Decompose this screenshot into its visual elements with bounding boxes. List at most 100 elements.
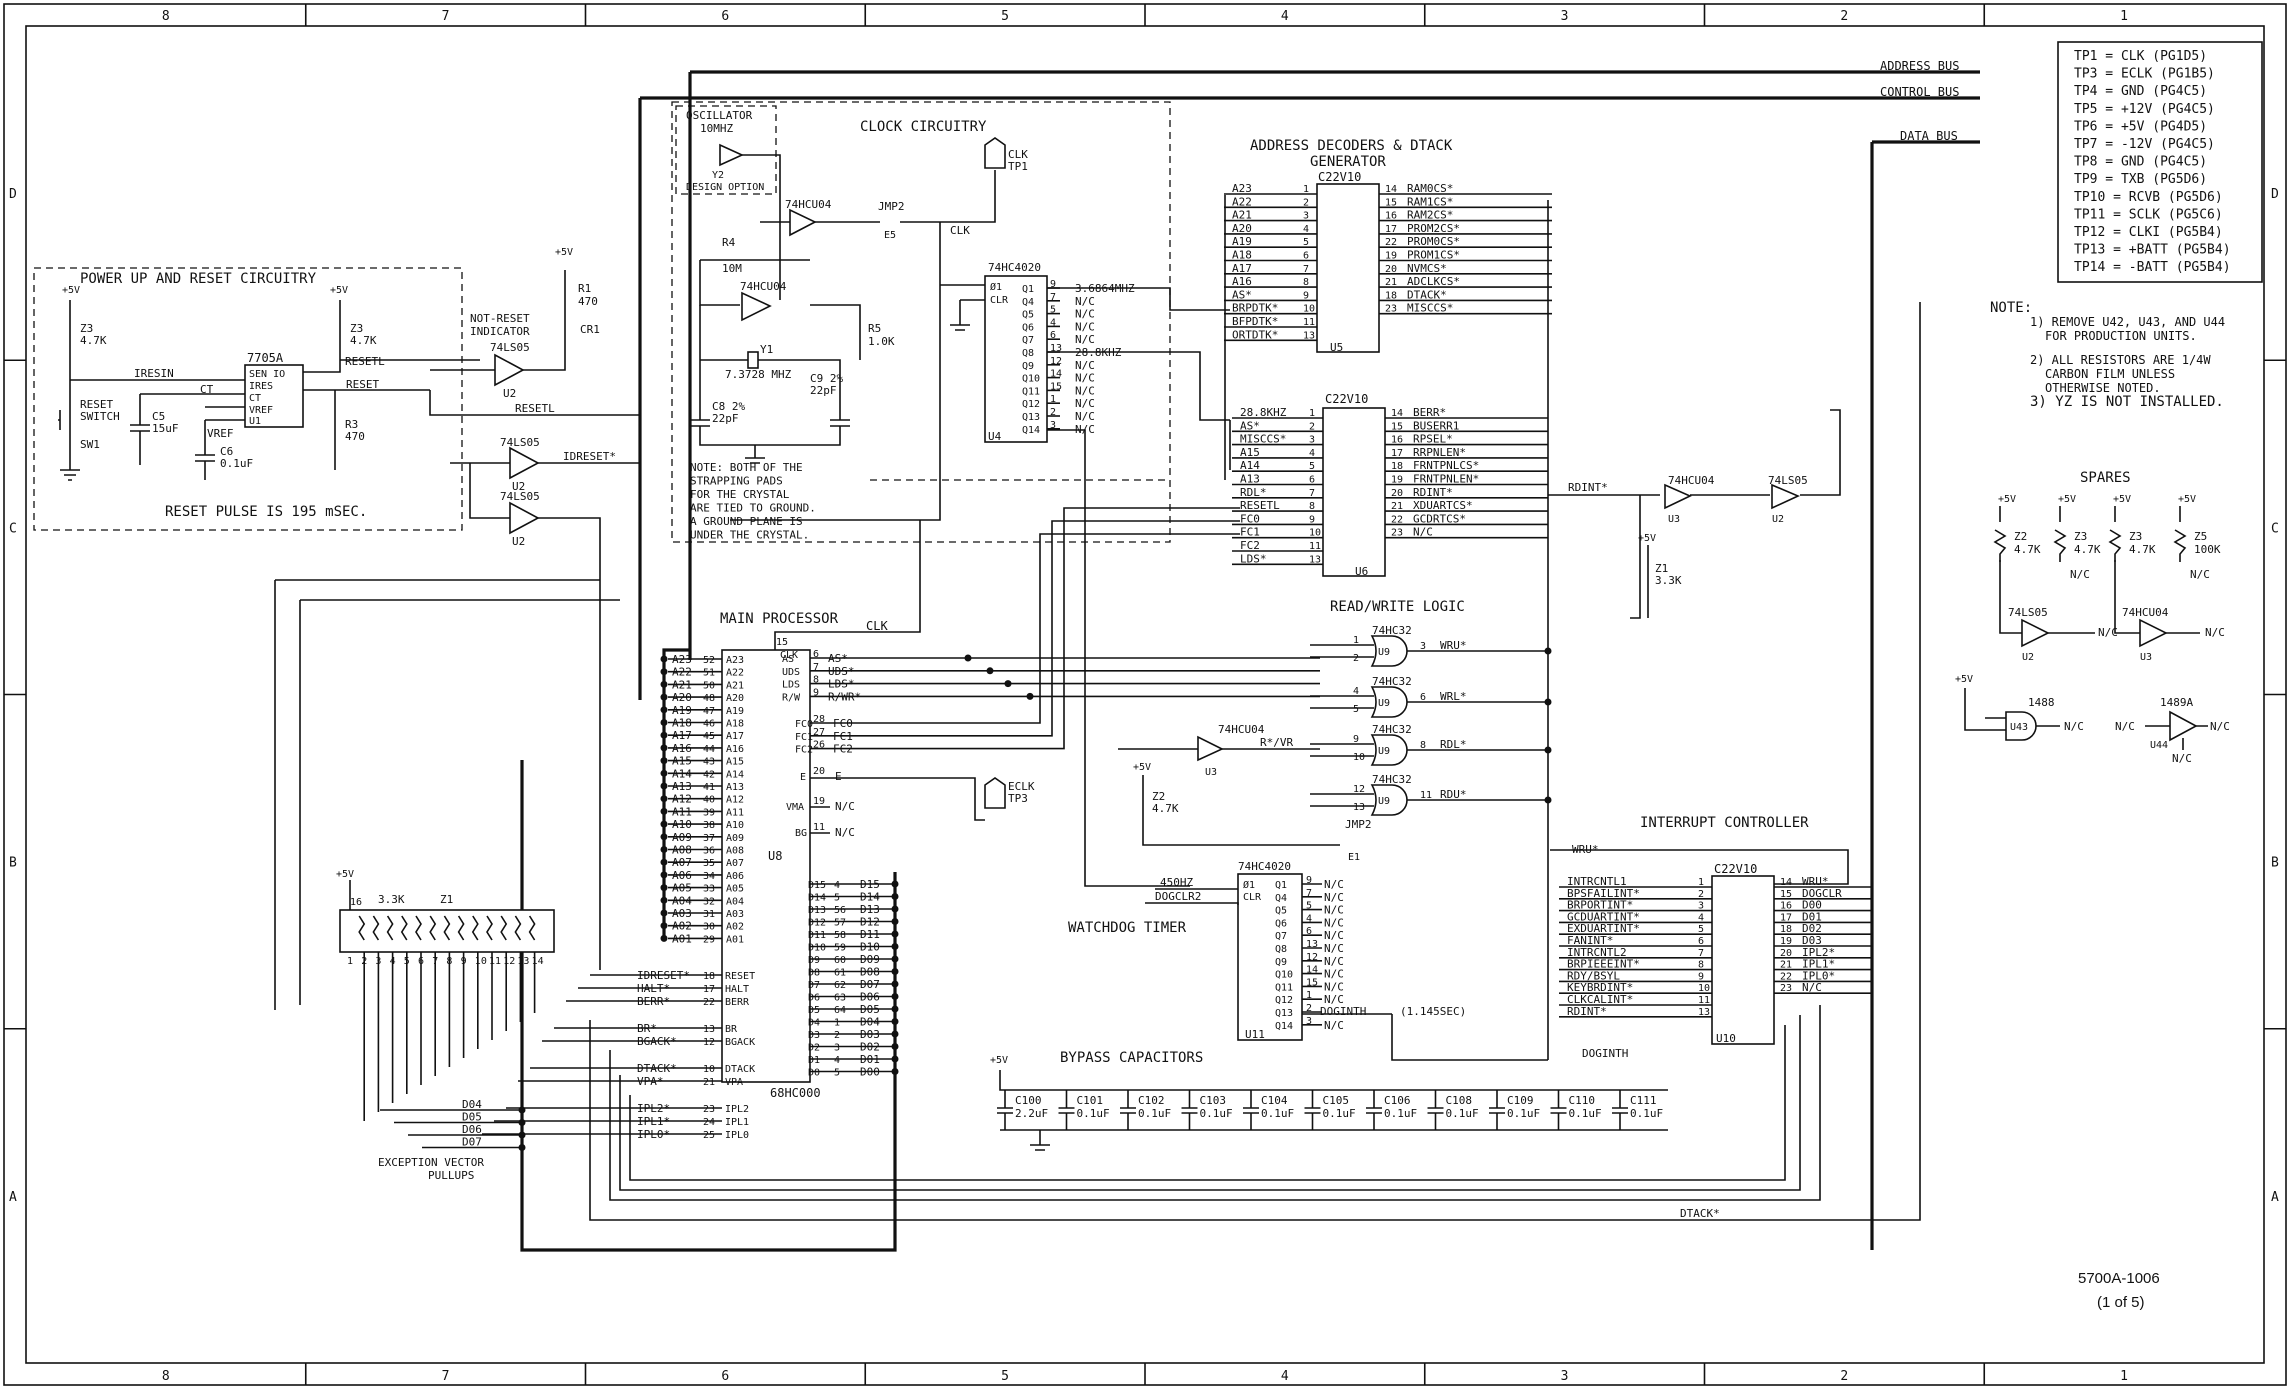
bypass-cap-label: C101 [1077,1094,1104,1107]
bypass-cap-label: C109 [1507,1094,1534,1107]
reset-gate-2-u: U2 [512,535,525,548]
main-data-left-pinlabel: D14 [808,893,826,904]
u11-pin-number: 3 [1306,1016,1312,1027]
counter-u4: U4 [988,430,1002,443]
u5-output-pin: 20 [1385,264,1397,275]
main-fc-pin: 28 [813,714,825,725]
y1-label: Y1 [760,343,773,356]
spare-1488: 1488 [2028,696,2055,709]
main-data-pin: 56 [834,905,846,916]
main-addr-pinlabel: A14 [726,769,744,780]
main-ctl-junction [986,667,994,675]
test-point-item: TP8 = GND (PG4C5) [2074,155,2207,170]
resetl-net-label: RESETL [515,402,555,415]
z1-label: Z1 [1655,562,1668,575]
u5-input-pin: 8 [1303,277,1309,288]
bypass-cap-label: C100 [1015,1094,1042,1107]
u11-pin-nc: N/C [1324,968,1344,981]
u11-pin-number: 2 [1306,1003,1312,1014]
main-addr-pinlabel: A20 [726,693,744,704]
spare-z-value: 4.7K [2014,543,2041,556]
bypass-cap-symbol [1612,1090,1628,1130]
main-left-pinlabel: HALT [725,984,749,995]
u5-input-pin: 4 [1303,224,1309,235]
main-addr-pin: 32 [703,896,715,907]
main-data-junction [891,918,899,925]
rw-gate-ref: U9 [1378,796,1390,807]
u5-input-label: ORTDTK* [1232,328,1278,341]
u10-ref: U10 [1716,1032,1736,1045]
cr1-label: CR1 [580,323,600,336]
u10-input-pin: 10 [1698,983,1710,994]
pullup-pin-number: 14 [532,956,544,967]
main-addr-pin: 43 [703,757,715,768]
main-fc-pinlabel: FC0 [795,719,813,730]
u5-output-pin: 18 [1385,290,1397,301]
p5v-label-3: +5V [555,247,573,258]
u6-input-pin: 5 [1309,461,1315,472]
pullup-pin-number: 10 [475,956,487,967]
rdint-u3-ref: U3 [1668,514,1680,525]
main-data-junction [891,880,899,888]
main-e-pinlabel: E [800,772,806,783]
reset-switch-label-2: SWITCH [80,410,120,423]
pullup-resistor [500,915,508,941]
column-label-bottom: 3 [1561,1369,1569,1384]
counter-pin-number: 1 [1050,394,1056,405]
u6-input-pin: 2 [1309,421,1315,432]
pullup-pin-number: 13 [517,956,529,967]
spare-gate-2-u: U3 [2140,652,2152,663]
counter-pin-label: Q10 [1022,374,1040,385]
u5-input-pin: 10 [1303,304,1315,315]
u10-output-label: IPL0* [1802,969,1835,982]
bypass-cap-symbol [1550,1090,1567,1130]
u11-pin-label: Q11 [1275,982,1293,993]
watchdog-timer: WATCHDOG TIMER 74HC4020 Ø1 CLR U11 450HZ… [1068,762,1548,1061]
pullup-vector-label: D06 [462,1123,482,1136]
main-addr-pinlabel: A10 [726,820,744,831]
u11-pin-label: Q8 [1275,944,1287,955]
u6-output-label: FRNTPNLEN* [1413,473,1479,486]
e5-label: E5 [884,230,896,241]
counter-pin-number: 3 [1050,420,1056,431]
main-data-junction [891,955,899,963]
interrupt-controller: INTERRUPT CONTROLLER C22V10 U10 INTRCNTL… [1550,815,1872,1060]
u6-output-label: N/C [1413,526,1433,539]
bypass-cap-label: C111 [1630,1094,1657,1107]
main-chip: 68HC000 [770,1086,821,1100]
u5-input-label: A18 [1232,249,1252,262]
idreset-label: IDRESET* [563,450,616,463]
main-data-left-pinlabel: D12 [808,918,826,929]
rdint-label: RDINT* [1568,481,1608,494]
rw-or-gate [1370,734,1408,766]
u11-pin-number: 4 [1306,913,1312,924]
main-addr-pinlabel: A03 [726,909,744,920]
pullup-resistor [386,915,394,941]
bypass-cap-value: 0.1uF [1261,1107,1294,1120]
rw-gate-label: 74HC32 [1372,773,1412,786]
u11-pin-label: Q14 [1275,1021,1293,1032]
rdint-u2: 74LS05 [1768,474,1808,487]
bypass-cap-value: 0.1uF [1138,1107,1171,1120]
spare-z-symbol [2108,506,2122,562]
counter-in-1: Ø1 [990,281,1002,293]
u6-input-pin: 10 [1309,528,1321,539]
u10-input-label: FANINT* [1567,934,1613,947]
u10-input-pin: 9 [1698,971,1704,982]
u6-input-pin: 13 [1309,554,1321,565]
test-point-legend: TP1 = CLK (PG1D5)TP3 = ECLK (PG1B5)TP4 =… [2057,41,2263,283]
counter-pin-label: Q5 [1022,310,1034,321]
main-addr-pin: 33 [703,884,715,895]
u10-output-pin: 16 [1780,901,1792,912]
u6-input-pin: 7 [1309,488,1315,499]
spare-p5v: +5V [1955,674,1973,685]
main-left-pin: 18 [703,971,715,982]
spare-u44-in-nc: N/C [2115,720,2135,733]
bypass-cap-label: C103 [1200,1094,1227,1107]
u10-output-pin: 18 [1780,924,1792,935]
spare-1489a: 1489A [2160,696,2193,709]
pullup-vector-label: D05 [462,1111,482,1124]
tp3-label: ECLK [1008,780,1035,793]
